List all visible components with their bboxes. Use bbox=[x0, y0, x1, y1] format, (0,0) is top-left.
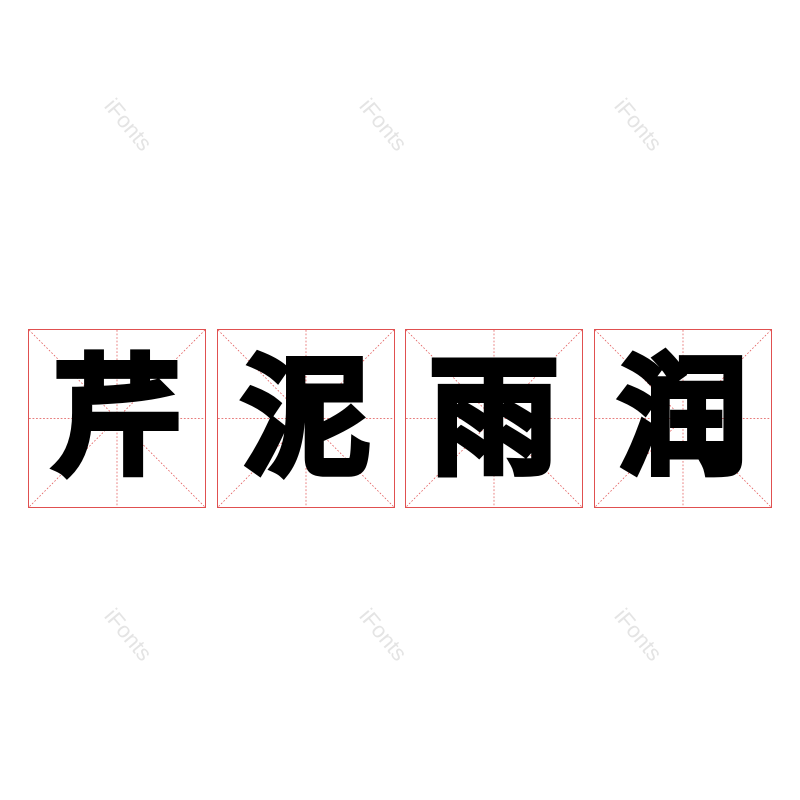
character-box-4: 润 bbox=[594, 329, 772, 508]
character-box-1: 芹 bbox=[28, 329, 206, 508]
watermark: iFonts bbox=[609, 603, 668, 666]
tian-grid-guides bbox=[595, 330, 771, 507]
tian-grid-guides bbox=[406, 330, 582, 507]
character-box-2: 泥 bbox=[217, 329, 395, 508]
character-glyph: 芹 bbox=[50, 343, 184, 493]
character-box-3: 雨 bbox=[405, 329, 583, 508]
character-glyph: 润 bbox=[616, 343, 750, 493]
character-glyph: 雨 bbox=[427, 343, 561, 493]
character-glyph: 泥 bbox=[239, 343, 373, 493]
tian-grid-guides bbox=[218, 330, 394, 507]
watermark: iFonts bbox=[99, 603, 158, 666]
watermark: iFonts bbox=[354, 603, 413, 666]
watermark: iFonts bbox=[99, 93, 158, 156]
watermark: iFonts bbox=[609, 93, 668, 156]
tian-grid-guides bbox=[29, 330, 205, 507]
watermark: iFonts bbox=[354, 93, 413, 156]
